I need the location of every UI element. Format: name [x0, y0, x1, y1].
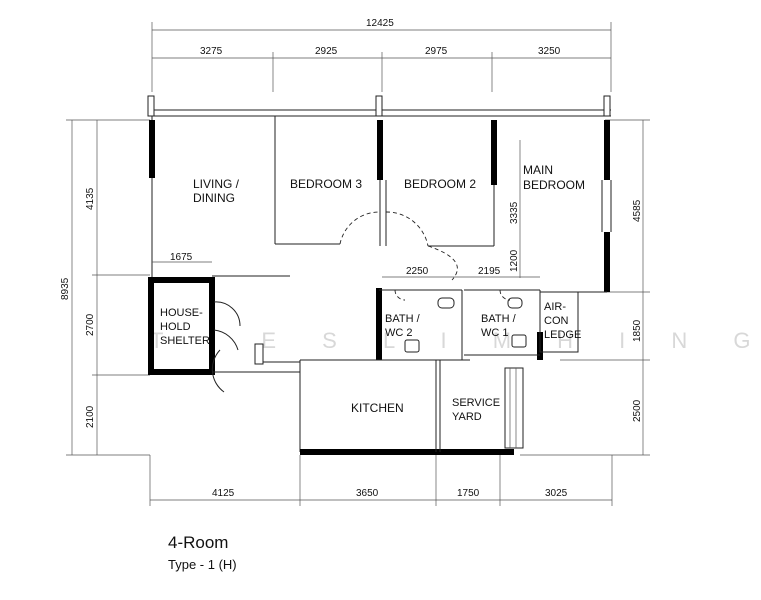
room-labels: LIVING / DINING BEDROOM 3 BEDROOM 2 MAIN… — [160, 163, 585, 423]
dim-top-3: 2975 — [425, 46, 448, 57]
aircon-label-3: LEDGE — [544, 329, 581, 341]
shelter-label-3: SHELTER — [160, 335, 210, 347]
fixtures — [404, 297, 527, 353]
bath1-label-1: BATH / — [481, 313, 517, 325]
dim-bottom-2: 3650 — [356, 488, 379, 499]
shelter-label-1: HOUSE- — [160, 307, 203, 319]
dim-top-4: 3250 — [538, 46, 561, 57]
interior-dimensions: 1675 2250 2195 3335 1200 — [152, 140, 540, 278]
living-label-2: DINING — [193, 191, 235, 205]
dim-bottom-1: 4125 — [212, 488, 235, 499]
kitchen-label: KITCHEN — [351, 401, 404, 415]
right-dimensions: 4585 1850 2500 — [520, 119, 650, 456]
dim-bottom-3: 1750 — [457, 488, 480, 499]
bedroom3-label: BEDROOM 3 — [290, 177, 362, 191]
plan-subtitle: Type - 1 (H) — [168, 557, 237, 572]
bottom-dimensions: 4125 3650 1750 3025 — [149, 455, 613, 506]
dim-bedroom2-depth: 3335 — [509, 201, 520, 224]
dim-left-3: 2100 — [85, 405, 96, 428]
dim-top-2: 2925 — [315, 46, 338, 57]
service-yard-label-1: SERVICE — [452, 397, 500, 409]
living-label-1: LIVING / — [193, 177, 240, 191]
main-bedroom-label-2: BEDROOM — [523, 178, 585, 192]
doors — [211, 211, 511, 393]
dim-right-2: 1850 — [632, 319, 643, 342]
bath1-label-2: WC 1 — [481, 327, 509, 339]
bedroom2-label: BEDROOM 2 — [404, 177, 476, 191]
service-yard-label-2: YARD — [452, 411, 482, 423]
watermark: T I E S L I M H I N G — [150, 328, 761, 353]
bath2-label-2: WC 2 — [385, 327, 413, 339]
dim-left-2: 2700 — [85, 313, 96, 336]
left-dimensions: 8935 4135 2700 2100 — [60, 119, 150, 456]
dim-bottom-4: 3025 — [545, 488, 568, 499]
aircon-label-2: CON — [544, 315, 569, 327]
dim-bath1-width: 2195 — [478, 266, 501, 277]
bath2-label-1: BATH / — [385, 313, 421, 325]
dim-right-3: 2500 — [632, 399, 643, 422]
dim-bath2-width: 2250 — [406, 266, 429, 277]
walls — [147, 95, 612, 455]
dim-top-total: 12425 — [366, 18, 394, 29]
dim-right-1: 4585 — [632, 199, 643, 222]
aircon-label-1: AIR- — [544, 301, 566, 313]
dim-left-total: 8935 — [60, 277, 71, 300]
dim-shelter-width: 1675 — [170, 252, 193, 263]
top-dimensions: 12425 3275 2925 2975 3250 — [151, 18, 612, 92]
dim-top-1: 3275 — [200, 46, 223, 57]
main-bedroom-label-1: MAIN — [523, 163, 553, 177]
dim-bath1-depth: 1200 — [509, 249, 520, 272]
dim-left-1: 4135 — [85, 187, 96, 210]
shelter-label-2: HOLD — [160, 321, 191, 333]
plan-title: 4-Room — [168, 533, 229, 552]
